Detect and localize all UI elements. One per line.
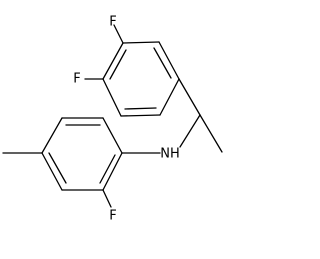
fluorine-label: F bbox=[73, 72, 80, 87]
molecule-structure: F F NH F bbox=[2, 15, 223, 224]
atom-labels: F F NH F bbox=[73, 15, 179, 224]
bond bbox=[153, 47, 172, 79]
bond bbox=[41, 152, 63, 191]
bond bbox=[102, 78, 122, 117]
bond bbox=[109, 49, 127, 80]
bond bbox=[41, 117, 63, 154]
bond bbox=[122, 41, 160, 44]
bond bbox=[99, 154, 116, 184]
bond bbox=[124, 107, 157, 110]
bond bbox=[158, 41, 180, 80]
bond bbox=[113, 24, 124, 44]
bond bbox=[102, 42, 124, 80]
bonds bbox=[2, 24, 223, 208]
fluorine-label: F bbox=[109, 209, 116, 224]
bond bbox=[102, 189, 112, 208]
bond bbox=[179, 114, 201, 148]
bond bbox=[120, 114, 161, 117]
fluorine-label: F bbox=[109, 15, 116, 30]
bond bbox=[102, 117, 123, 154]
bond bbox=[178, 78, 201, 116]
bond bbox=[102, 152, 123, 191]
bond bbox=[159, 78, 180, 116]
bond bbox=[199, 114, 223, 153]
amine-label: NH bbox=[160, 147, 180, 162]
bond bbox=[48, 152, 67, 184]
